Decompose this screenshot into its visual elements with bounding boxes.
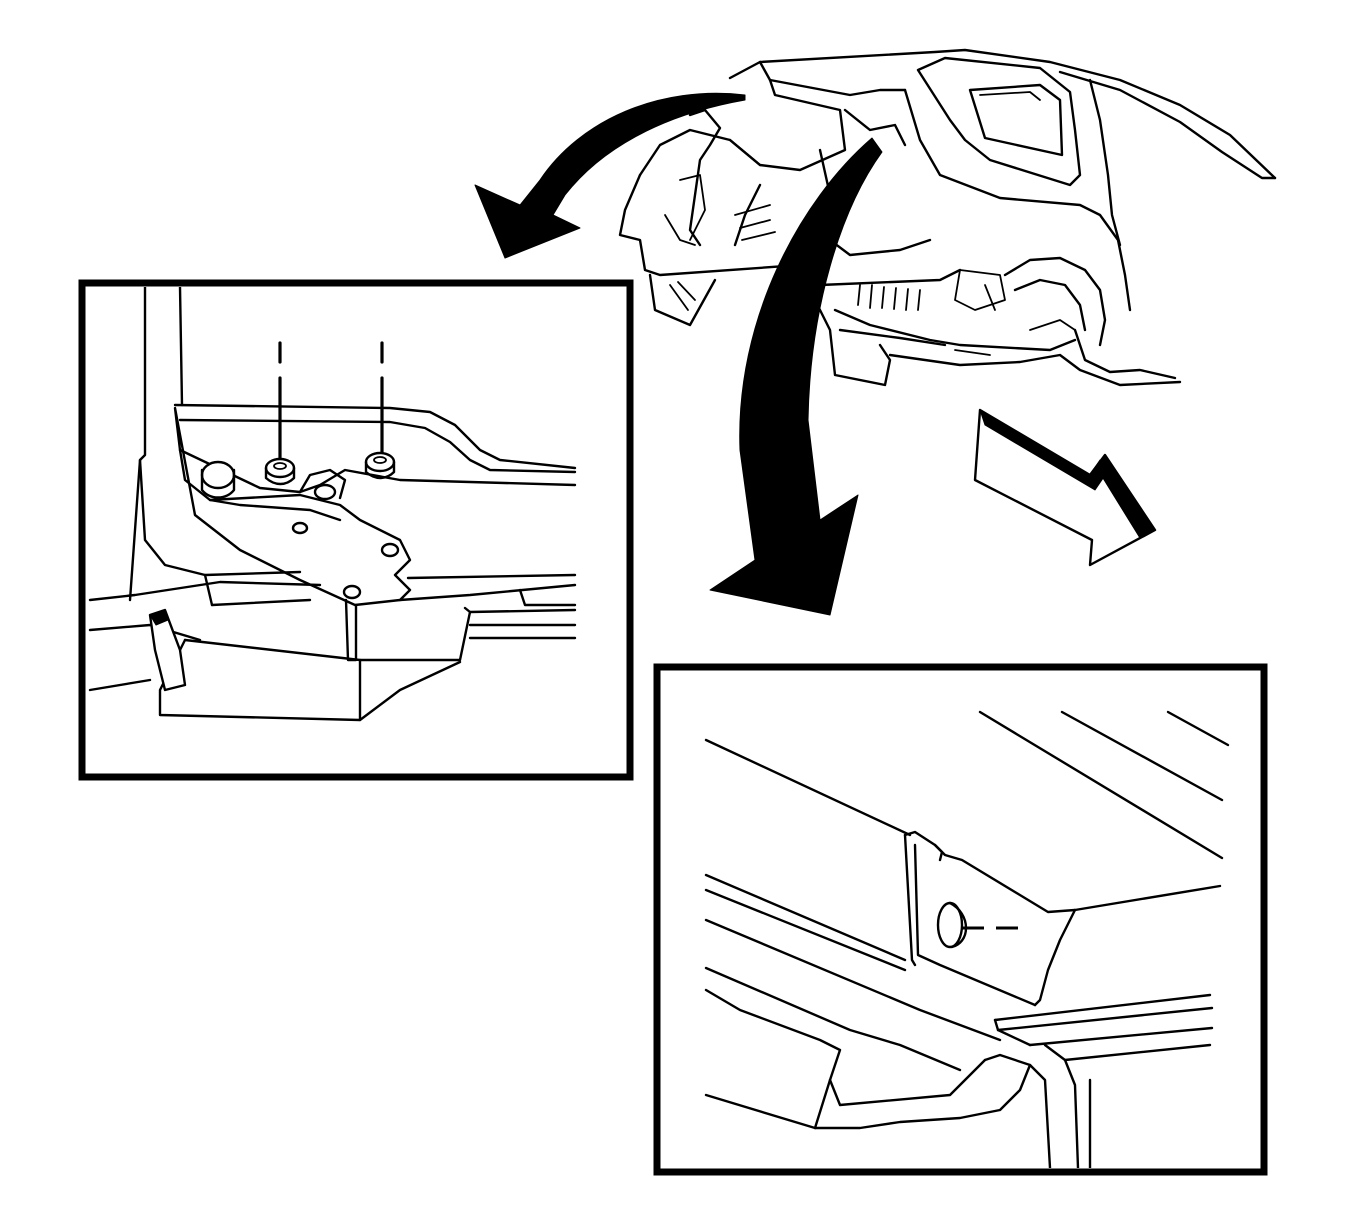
arrow-right-down-icon bbox=[973, 408, 1157, 567]
vehicle-rear-overview bbox=[618, 48, 1277, 387]
inset-right-fastener-detail bbox=[653, 663, 1268, 1176]
curved-arrow-left-icon bbox=[474, 92, 746, 259]
push-pin-fastener bbox=[936, 901, 968, 949]
inset-left-bracket-detail bbox=[78, 279, 634, 781]
nut-right bbox=[364, 451, 396, 480]
curved-arrow-down-icon bbox=[709, 137, 883, 616]
